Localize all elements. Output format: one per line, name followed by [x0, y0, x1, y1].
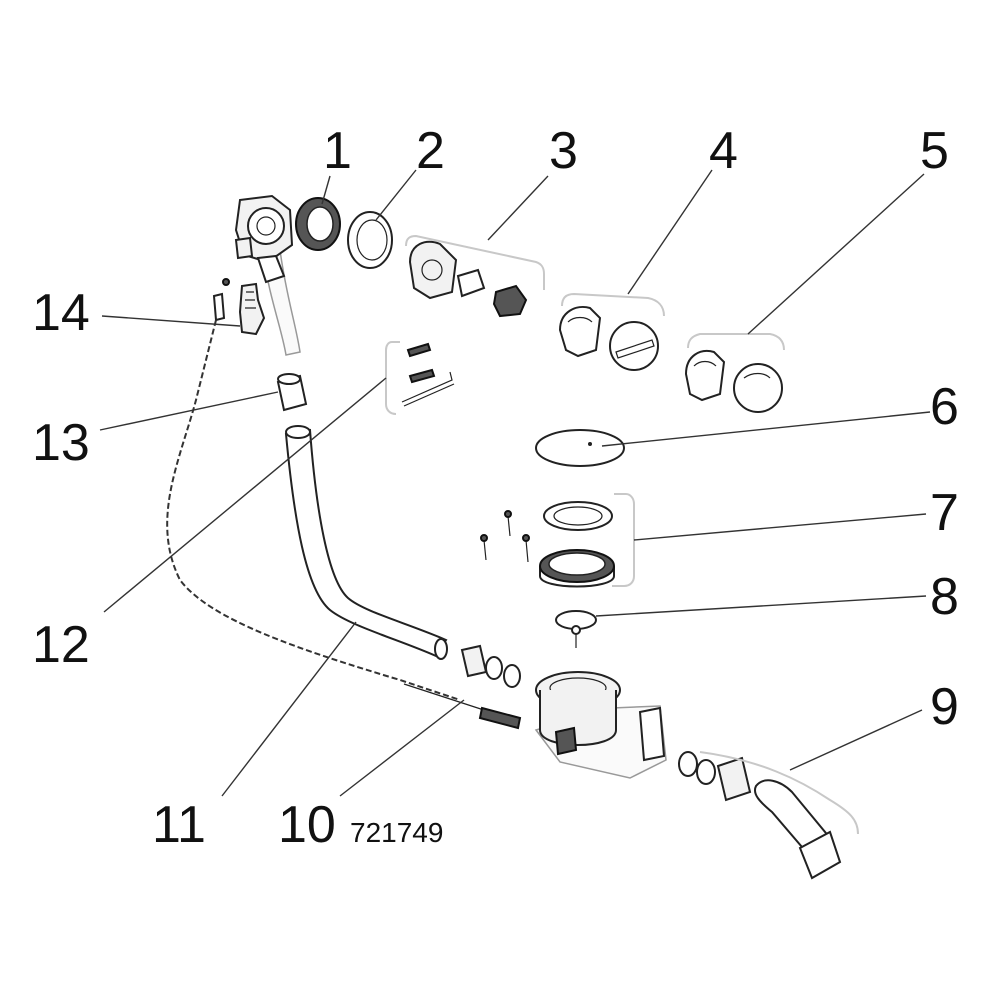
bracket-3	[405, 234, 545, 290]
callout-8: 8	[930, 568, 959, 626]
part-7-strainer-set	[480, 501, 615, 588]
leader-14	[101, 315, 241, 327]
overflow-elbow-assembly	[234, 194, 301, 356]
leader-13	[99, 391, 279, 431]
callout-7: 7	[930, 484, 959, 542]
part-11-connecting-pipe	[284, 425, 448, 660]
bracket-5	[687, 333, 785, 351]
callout-4: 4	[709, 122, 738, 180]
part-1-gasket	[295, 197, 341, 251]
callout-9: 9	[930, 678, 959, 736]
leader-12	[103, 377, 387, 613]
union-nut-left	[460, 644, 521, 688]
part-6-disc	[535, 429, 625, 467]
part-13-pipe-sleeve	[276, 373, 308, 412]
callout-12: 12	[32, 616, 90, 674]
leader-2	[375, 169, 417, 221]
leader-5	[747, 173, 925, 335]
leader-1	[321, 175, 331, 205]
part-code-label: 721749	[350, 817, 443, 848]
bowden-cable-end	[403, 683, 491, 713]
callout-1: 1	[323, 122, 352, 180]
drain-body	[534, 671, 667, 779]
leader-11	[221, 621, 357, 797]
callout-11: 11	[152, 796, 206, 854]
part-4-overflow-cover	[558, 306, 659, 371]
part-3-overflow-body	[408, 240, 528, 318]
bracket-12	[385, 341, 400, 415]
leader-3	[487, 175, 549, 241]
part-5-overflow-cover-dome	[684, 350, 783, 413]
part-10-cable-end-fitting	[478, 706, 522, 730]
bracket-4	[561, 292, 665, 317]
callout-2: 2	[416, 122, 445, 180]
bowden-cable	[166, 319, 461, 701]
callout-10: 10	[278, 796, 336, 854]
callout-14: 14	[32, 284, 90, 342]
part-2-washer	[347, 211, 393, 269]
callout-13: 13	[32, 414, 90, 472]
leader-9	[789, 709, 923, 771]
callout-6: 6	[930, 378, 959, 436]
leader-4	[627, 169, 713, 295]
leader-10	[339, 699, 465, 797]
part-9-outlet-elbow	[678, 751, 842, 880]
callout-5: 5	[920, 122, 949, 180]
leader-6	[601, 411, 931, 447]
part-14-cable-connector	[212, 278, 266, 336]
leader-7	[633, 513, 927, 541]
leader-8	[595, 595, 927, 617]
part-8-plug	[555, 610, 597, 648]
bracket-7	[612, 493, 635, 587]
bracket-9	[699, 751, 859, 835]
part-12-clips-and-key	[401, 342, 455, 407]
callout-3: 3	[549, 122, 578, 180]
